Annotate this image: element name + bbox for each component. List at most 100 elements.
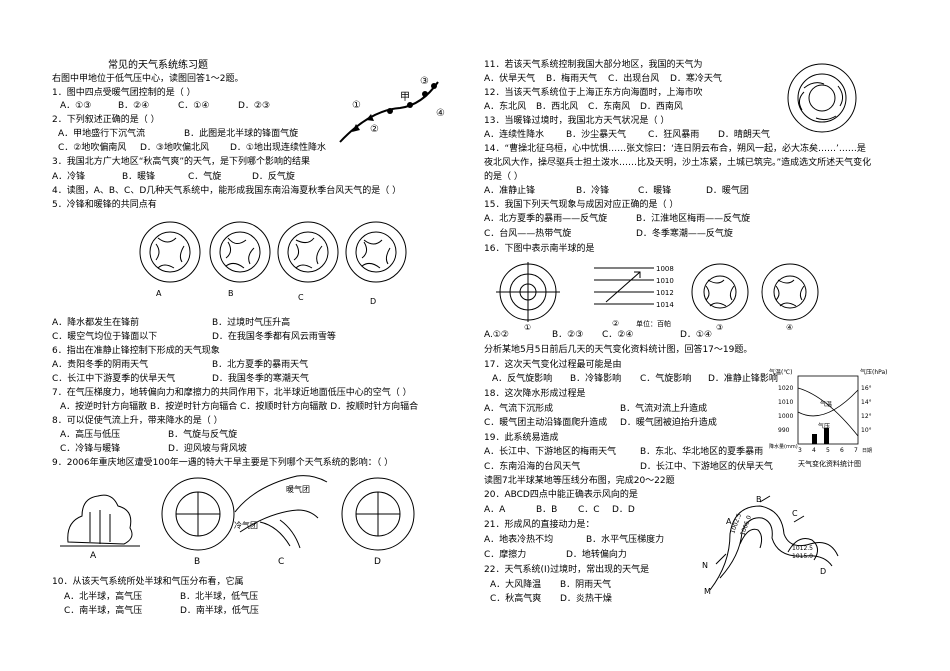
- q3-opt-d: D．反气旋: [252, 172, 295, 182]
- q10: 10．从该天气系统所处半球和气压分布看，它属: [52, 577, 244, 587]
- q16-opt-b: B．②③: [552, 330, 584, 340]
- q12-opt-b: B．西北风: [536, 102, 579, 112]
- q3-opt-c: C．气旋: [188, 172, 222, 182]
- q14-opt-b: B．冷锋: [576, 186, 610, 196]
- fig7-label-c: C: [792, 509, 798, 518]
- fig7-label-m: M: [704, 587, 711, 596]
- q6-opt-b: B．北方夏季的暴雨天气: [212, 360, 309, 370]
- q15: 15．我国下列天气现象与成因对应正确的是（ ）: [484, 200, 679, 210]
- chart-y-1020: 1020: [778, 385, 793, 392]
- q1-opt-a: A．①③: [60, 101, 92, 111]
- q17: 17．这次天气变化过程最可能是由: [484, 360, 622, 370]
- q18: 18．这次降水形成过程是: [484, 389, 586, 399]
- intro-q17-19: 分析某地5月5日前后几天的天气变化资料统计图，回答17～19题。: [484, 345, 753, 355]
- q22-opt-c: C．秋高气爽: [490, 594, 542, 604]
- figure-q4-systems: A B C D: [139, 221, 407, 306]
- chart-y-990: 990: [778, 427, 790, 434]
- q18-opt-d: D．暖气团被迫抬升造成: [620, 418, 717, 428]
- q2-opt-d: D．③地吹偏北风: [140, 143, 209, 153]
- figure-7-isobars: A B C D N M 1002.5 1005.0 1012.5 1015.0: [702, 495, 839, 596]
- fig1-jia: 甲: [400, 92, 410, 103]
- q14-opt-a: A．准静止锋: [484, 186, 536, 196]
- q22: 22．天气系统(Ⅰ)过境时，常出现的天气是: [484, 565, 650, 575]
- q15-opt-b: B．江淮地区梅雨——反气旋: [636, 214, 751, 224]
- fig7-label-n: N: [702, 561, 708, 570]
- fig9-warm: 暖气团: [286, 484, 310, 494]
- q13-opt-c: C．狂风暴雨: [648, 130, 700, 140]
- q10-opt-c: C．南半球，高气压: [64, 606, 143, 616]
- q21-opt-c: C．摩擦力: [484, 550, 527, 560]
- chart-x-unit: 日期: [862, 448, 872, 454]
- fig7-val-3: 1012.5: [792, 545, 813, 552]
- q2: 2．下列叙述正确的是（ ）: [52, 115, 160, 125]
- q7-opts: A．按逆时针方向辐散 B．按逆时针方向辐合 C．按顺时针方向辐散 D．按顺时针方…: [60, 402, 419, 412]
- q18-opt-c: C．暖气团主动沿锋面爬升造成: [484, 418, 608, 428]
- q16-opt-d: D．①④: [680, 330, 713, 340]
- q3-opt-b: B．暖锋: [122, 172, 156, 182]
- rain-bar-2: [824, 428, 829, 444]
- q13-opt-b: B．沙尘暴天气: [566, 130, 627, 140]
- fig1-mark-3: ③: [420, 76, 429, 87]
- fig4-label-c: C: [298, 293, 304, 302]
- chart-yr-16: 16°: [861, 385, 872, 392]
- q9: 9．2006年重庆地区遭受100年一遇的特大干旱主要是下列哪个天气系统的影响：（…: [52, 458, 394, 468]
- q22-opt-b: B．阴雨天气: [560, 580, 612, 590]
- q16: 16．下图中表示南半球的是: [484, 244, 595, 254]
- q5-opt-b: B．过境时气压升高: [212, 318, 291, 328]
- q17-opt-c: C．气旋影响: [640, 374, 692, 384]
- chart-curve-press: 气压: [818, 422, 830, 430]
- q14-line1: 14．“曹操北征乌桓，心中忧惧……张文悰曰：‘连日阴云布合，朔风一起，必大冻矣……: [484, 144, 866, 154]
- fig16-mark-4: ④: [786, 323, 793, 332]
- q3: 3．我国北方广大地区“秋高气爽”的天气，是下列哪个影响的结果: [52, 157, 311, 167]
- q21-opt-d: D．地转偏向力: [566, 550, 627, 560]
- fig7-label-d: D: [820, 567, 826, 576]
- q11-opt-c: C．出现台风: [608, 74, 660, 84]
- q1-opt-b: B．②④: [118, 101, 150, 111]
- q2-opt-a: A．甲地盛行下沉气流: [58, 129, 146, 139]
- chart-x-5: 5: [826, 447, 830, 454]
- chart-x-6: 6: [840, 447, 844, 454]
- chart-yr-10: 10°: [861, 427, 872, 434]
- chart-x-3: 3: [798, 447, 802, 454]
- q2-opt-e: D．①地出现连续性降水: [230, 143, 326, 153]
- chart-x-7: 7: [854, 447, 858, 454]
- q8-opt-b: B．气旋与反气旋: [168, 430, 238, 440]
- q5-opt-c: C．暖空气均位于锋面以下: [52, 332, 158, 342]
- q2-opt-b: B．此图是北半球的锋面气旋: [184, 129, 299, 139]
- fig1-mark-1: ①: [352, 100, 361, 111]
- rain-bar-1: [812, 434, 817, 444]
- q22-opt-a: A．大风降温: [490, 580, 542, 590]
- q20-opt-c: C．C: [578, 505, 600, 515]
- chart-temp-label: 气温(℃): [769, 368, 792, 376]
- fig7-label-b: B: [756, 495, 762, 504]
- q6-opt-d: D．我国冬季的寒潮天气: [212, 374, 309, 384]
- q10-opt-b: B．北半球，低气压: [180, 592, 259, 602]
- q16-opt-a: A.①②: [484, 330, 509, 340]
- chart-caption: 天气变化资料统计图: [798, 459, 861, 468]
- q15-opt-d: D．冬季寒潮——反气旋: [636, 229, 733, 239]
- q21-opt-b: B．水平气压梯度力: [586, 535, 665, 545]
- figure-q11-cyclone: [787, 63, 857, 133]
- q12-opt-a: A．东北风: [484, 102, 527, 112]
- q1: 1．图中四点受暖气团控制的是（ ）: [52, 88, 196, 98]
- q18-opt-b: B．气流对流上升造成: [620, 404, 708, 414]
- q3-opt-a: A．冷锋: [52, 172, 86, 182]
- chart-y-1000: 1000: [778, 413, 793, 420]
- q5-opt-d: D．在我国冬季都有风云雨雪等: [212, 332, 336, 342]
- chart-y-1010: 1010: [778, 399, 793, 406]
- q2-opt-c: C．②地吹偏南风: [58, 143, 127, 153]
- fig16-mark-3: ③: [716, 323, 723, 332]
- isobar-1012: 1012: [656, 289, 674, 297]
- fig4-label-d: D: [370, 297, 376, 306]
- q15-opt-c: C．台风——热带气旋: [484, 229, 572, 239]
- q19-opt-d: D．长江中、下游地区的伏旱天气: [640, 462, 773, 472]
- q19-opt-b: B．东北、华北地区的夏季暴雨: [640, 447, 764, 457]
- q17-opt-a: A．反气旋影响: [492, 374, 553, 384]
- q8-opt-d: D．迎风坡与背风坡: [168, 444, 247, 454]
- page-title: 常见的天气系统练习题: [108, 60, 208, 71]
- chart-press-label: 气压(hPa): [860, 368, 888, 376]
- figure-q16: 1008 1010 1012 1014 ① ② 单位：百帕 ③ ④: [496, 262, 819, 332]
- q20-opt-b: B．B: [536, 505, 558, 515]
- q11-opt-b: B．梅雨天气: [546, 74, 598, 84]
- q14-line2: 夜北风大作，操尽驱兵士担土泼水……比及天明，沙土冻紧，土城已筑完。”造成选文所述…: [484, 158, 872, 168]
